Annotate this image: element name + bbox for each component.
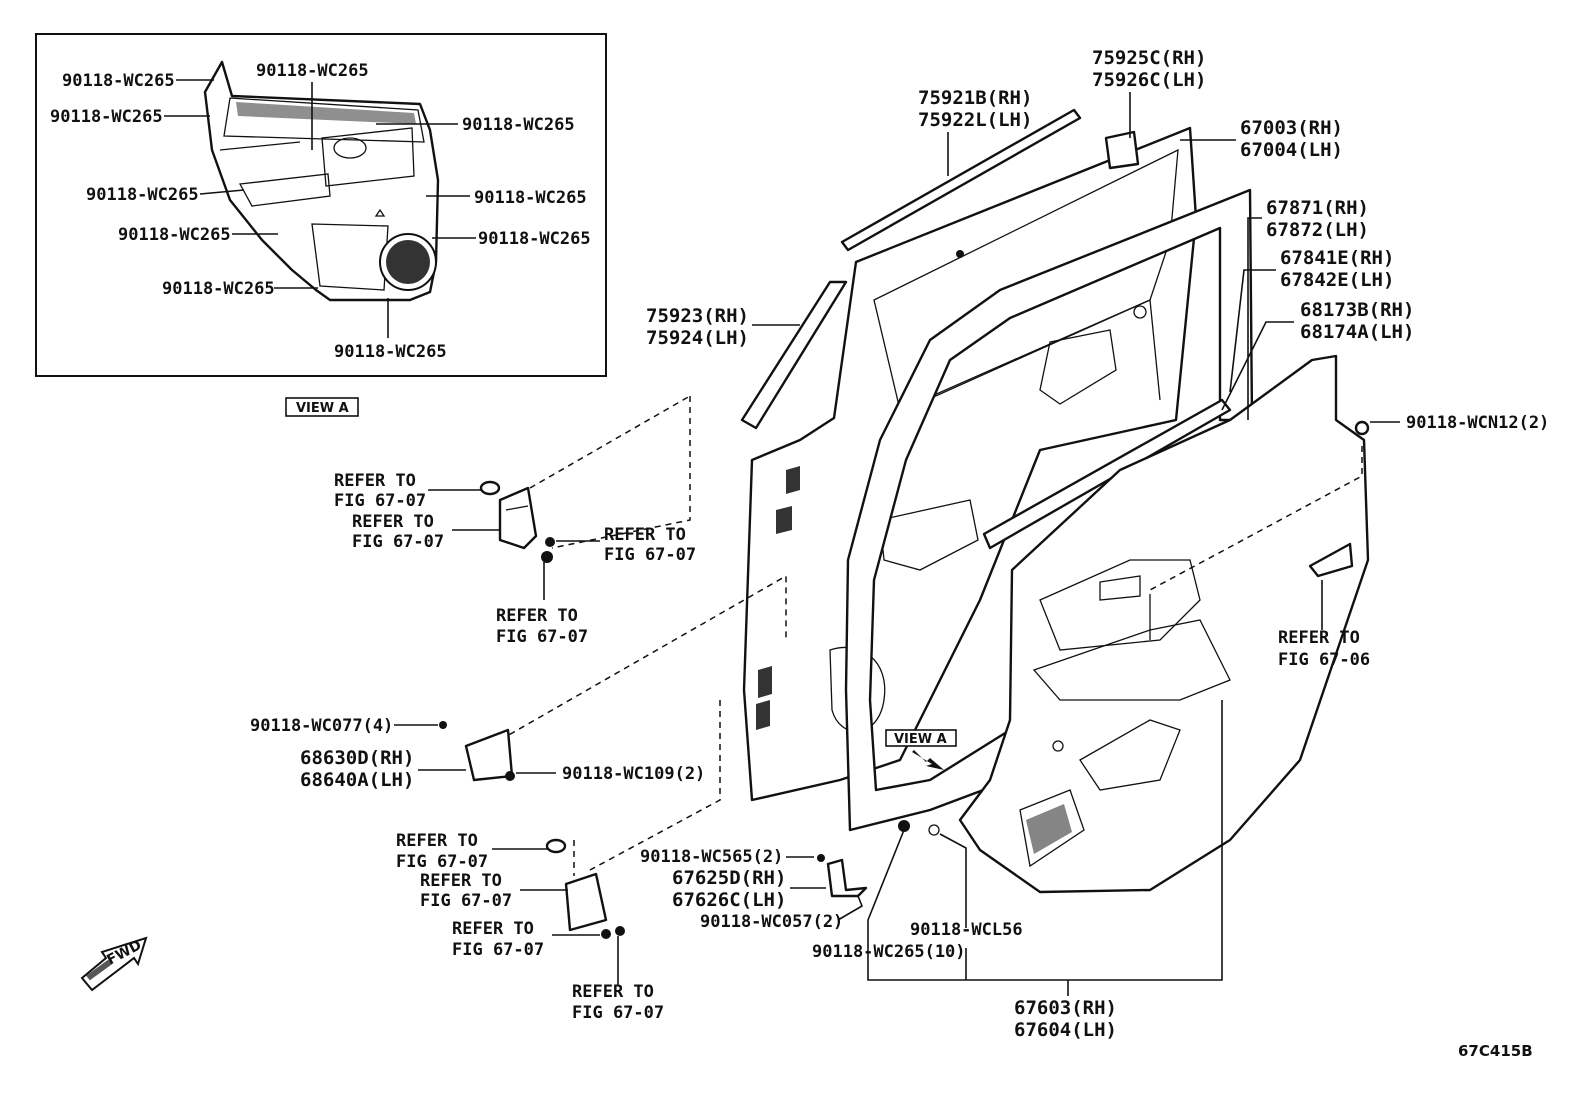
outer-belt-moulding [840, 108, 1082, 252]
label-67604: 67604(LH) [1014, 1019, 1117, 1041]
label-75923: 75923(RH) [646, 305, 749, 327]
label-refer-l2-a: REFER TO [420, 871, 502, 891]
label-refer-u3-a: REFER TO [604, 525, 686, 545]
label-67871: 67871(RH) [1266, 197, 1369, 219]
inset-label-4: 90118-WC265 [462, 115, 575, 135]
fwd-arrow-icon: FWD [80, 936, 148, 992]
label-refer-r-a: REFER TO [1278, 628, 1360, 648]
label-75924: 75924(LH) [646, 327, 749, 349]
label-refer-u1-b: FIG 67-07 [334, 491, 426, 511]
label-wc109: 90118-WC109(2) [562, 764, 705, 784]
upper-frame-garnish [1104, 130, 1140, 170]
label-68630d: 68630D(RH) [300, 747, 414, 769]
label-wc057: 90118-WC057(2) [700, 912, 843, 932]
label-75921b: 75921B(RH) [918, 87, 1032, 109]
svg-text:VIEW A: VIEW A [296, 401, 349, 416]
label-wc265-10: 90118-WC265(10) [812, 942, 966, 962]
rear-pillar-trim [740, 280, 848, 430]
upper-hinge [479, 480, 555, 563]
label-refer-l1-a: REFER TO [396, 831, 478, 851]
label-refer-r-b: FIG 67-06 [1278, 650, 1370, 670]
door-trim-board [958, 354, 1370, 894]
inset-label-2: 90118-WC265 [50, 107, 163, 127]
view-a-tag-inset: VIEW A [285, 397, 359, 417]
label-refer-l4-b: FIG 67-07 [572, 1003, 664, 1023]
inset-label-3: 90118-WC265 [256, 61, 369, 81]
screw-wcn12 [1354, 420, 1370, 436]
label-refer-u4-a: REFER TO [496, 606, 578, 626]
leader-lines [394, 92, 1400, 996]
inset-label-7: 90118-WC265 [118, 225, 231, 245]
inset-label-8: 90118-WC265 [478, 229, 591, 249]
label-75922l: 75922L(LH) [918, 109, 1032, 131]
label-67625d: 67625D(RH) [672, 867, 786, 889]
inset-label-9: 90118-WC265 [162, 279, 275, 299]
label-68640a: 68640A(LH) [300, 769, 414, 791]
label-refer-u1-a: REFER TO [334, 471, 416, 491]
label-75926c: 75926C(LH) [1092, 69, 1206, 91]
inner-belt-weatherstrip [982, 398, 1232, 550]
striker-bracket [817, 854, 868, 898]
label-67841e: 67841E(RH) [1280, 247, 1394, 269]
label-refer-u2-a: REFER TO [352, 512, 434, 532]
label-refer-l4-a: REFER TO [572, 982, 654, 1002]
trim-clip-2 [928, 824, 940, 836]
label-67872: 67872(LH) [1266, 219, 1369, 241]
label-75925c: 75925C(RH) [1092, 47, 1206, 69]
trim-clip [898, 820, 910, 832]
inset-view-a: 90118-WC265 90118-WC265 90118-WC265 9011… [35, 33, 607, 377]
lower-hinge [545, 838, 625, 939]
label-refer-l3-b: FIG 67-07 [452, 940, 544, 960]
label-refer-l1-b: FIG 67-07 [396, 852, 488, 872]
inset-label-1: 90118-WC265 [62, 71, 175, 91]
label-67004: 67004(LH) [1240, 139, 1343, 161]
trim-bracket [1308, 542, 1354, 578]
label-wcl56: 90118-WCL56 [910, 920, 1023, 940]
inset-label-5: 90118-WC265 [86, 185, 199, 205]
label-refer-u2-b: FIG 67-07 [352, 532, 444, 552]
label-68173b: 68173B(RH) [1300, 299, 1414, 321]
svg-text:VIEW A: VIEW A [894, 732, 947, 747]
label-wcn12: 90118-WCN12(2) [1406, 413, 1549, 433]
label-refer-l2-b: FIG 67-07 [420, 891, 512, 911]
label-67603: 67603(RH) [1014, 997, 1117, 1019]
label-67626c: 67626C(LH) [672, 889, 786, 911]
label-67003: 67003(RH) [1240, 117, 1343, 139]
figure-code: 67C415B [1458, 1042, 1533, 1060]
label-wc077: 90118-WC077(4) [250, 716, 393, 736]
label-refer-l3-a: REFER TO [452, 919, 534, 939]
part-labels: 75925C(RH) 75926C(LH) 75921B(RH) 75922L(… [250, 47, 1549, 1060]
view-a-tag-main: VIEW A [885, 729, 957, 770]
label-refer-u3-b: FIG 67-07 [604, 545, 696, 565]
inset-label-10: 90118-WC265 [334, 342, 447, 362]
inset-label-6: 90118-WC265 [474, 188, 587, 208]
label-refer-u4-b: FIG 67-07 [496, 627, 588, 647]
label-67842e: 67842E(LH) [1280, 269, 1394, 291]
label-68174a: 68174A(LH) [1300, 321, 1414, 343]
label-wc565: 90118-WC565(2) [640, 847, 783, 867]
door-check [439, 721, 515, 782]
